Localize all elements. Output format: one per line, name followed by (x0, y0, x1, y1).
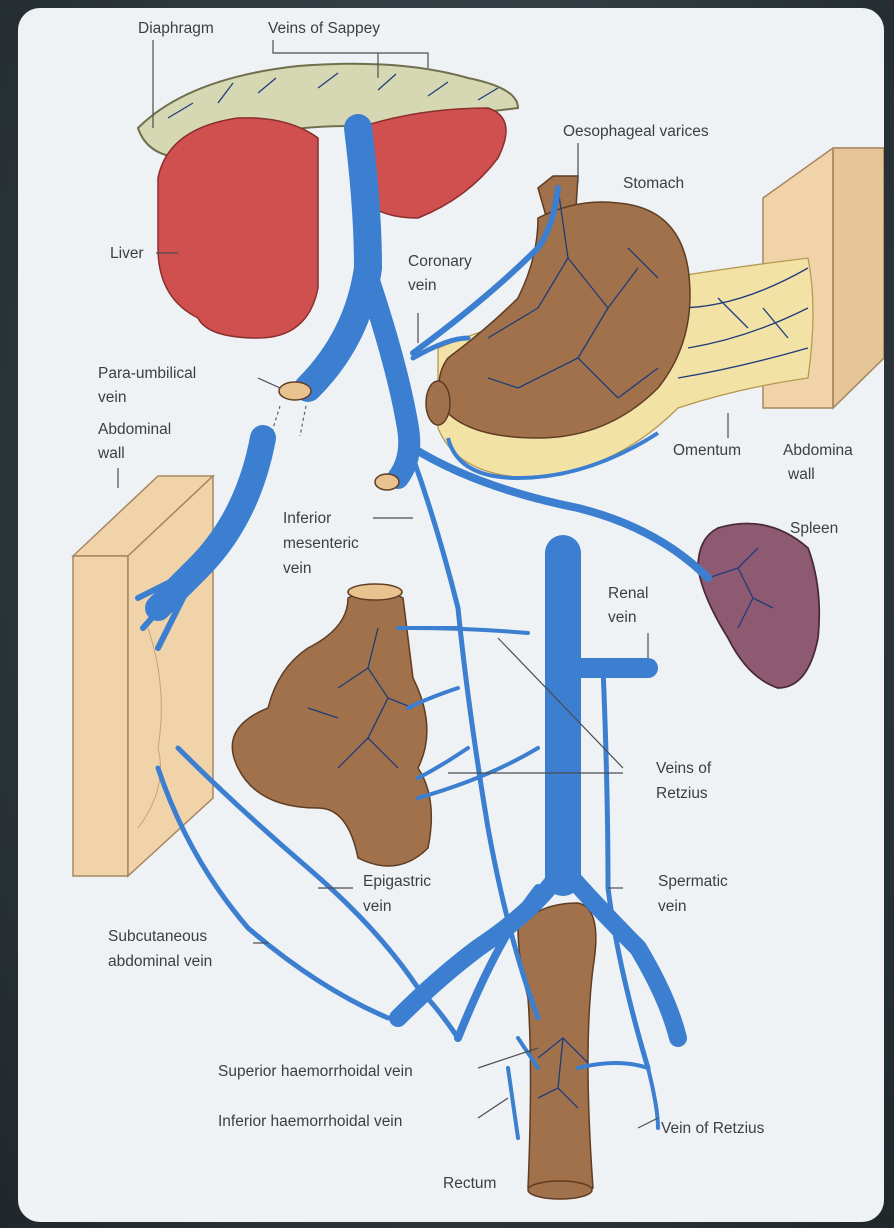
abdominal-wall-left (73, 476, 213, 876)
label-inferior-mesenteric-line3: vein (283, 560, 311, 577)
label-spermatic-line2: vein (658, 898, 686, 915)
label-veins-of-retzius-line1: Veins of (656, 760, 712, 777)
label-abdominal-wall-right-line2: wall (787, 466, 815, 483)
label-para-umbilical-line1: Para-umbilical (98, 365, 196, 382)
label-vein-of-retzius: Vein of Retzius (661, 1120, 765, 1137)
label-veins-of-retzius-line2: Retzius (656, 785, 708, 802)
label-inferior-mesenteric-line1: Inferior (283, 510, 331, 527)
label-abdominal-wall-left-line1: Abdominal (98, 421, 171, 438)
label-omentum: Omentum (673, 442, 741, 459)
label-rectum: Rectum (443, 1175, 496, 1192)
label-coronary-vein-line1: Coronary (408, 253, 472, 270)
label-epigastric-line2: vein (363, 898, 391, 915)
liver (158, 118, 318, 338)
label-subcutaneous-line2: abdominal vein (108, 953, 212, 970)
label-liver: Liver (110, 245, 144, 262)
label-inferior-haemorrhoidal: Inferior haemorrhoidal vein (218, 1113, 402, 1130)
portal-venous-diagram: Diaphragm Veins of Sappey Oesophageal va… (18, 8, 884, 1222)
liver-group (138, 64, 518, 338)
label-inferior-mesenteric-line2: mesenteric (283, 535, 359, 552)
label-spleen: Spleen (790, 520, 838, 537)
label-veins-of-sappey: Veins of Sappey (268, 20, 380, 37)
label-subcutaneous-line1: Subcutaneous (108, 928, 207, 945)
label-stomach: Stomach (623, 175, 684, 192)
spleen (698, 524, 819, 689)
label-renal-vein-line2: vein (608, 609, 636, 626)
label-renal-vein-line1: Renal (608, 585, 649, 602)
label-diaphragm: Diaphragm (138, 20, 214, 37)
label-abdominal-wall-right-line1: Abdomina (783, 442, 853, 459)
label-superior-haemorrhoidal: Superior haemorrhoidal vein (218, 1063, 413, 1080)
diagram-card: Diaphragm Veins of Sappey Oesophageal va… (18, 8, 884, 1222)
label-para-umbilical-line2: vein (98, 389, 126, 406)
label-epigastric-line1: Epigastric (363, 873, 431, 890)
label-spermatic-line1: Spermatic (658, 873, 728, 890)
label-coronary-vein-line2: vein (408, 277, 436, 294)
label-oesophageal-varices: Oesophageal varices (563, 123, 709, 140)
label-abdominal-wall-left-line2: wall (97, 445, 125, 462)
